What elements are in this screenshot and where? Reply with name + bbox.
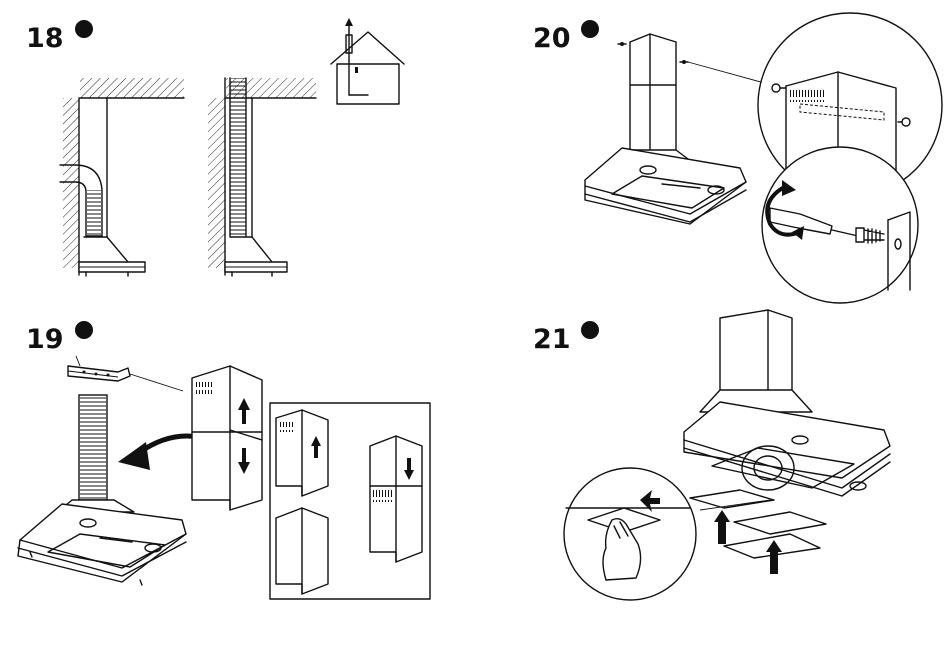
step-19: 19 <box>18 321 430 599</box>
arrow-up-icon <box>714 510 730 544</box>
hood-with-duct <box>18 395 186 585</box>
step-bullet-icon <box>75 321 93 339</box>
step-21: 21 <box>533 310 890 600</box>
step-number: 18 <box>26 23 64 54</box>
step-18: 18 <box>26 18 404 276</box>
chimney-assembly-inset <box>270 403 430 599</box>
wall-duct-scene-right <box>208 78 316 276</box>
step-number: 21 <box>533 324 571 355</box>
mounting-bracket <box>68 356 183 391</box>
detail-circle-hand <box>564 468 770 600</box>
wall-duct-scene-left <box>60 78 184 276</box>
step-bullet-icon <box>75 20 93 38</box>
hood-assembled <box>585 34 768 224</box>
grease-filters <box>690 490 826 574</box>
house-icon <box>331 18 404 104</box>
hood-underside <box>684 310 890 496</box>
step-bullet-icon <box>581 321 599 339</box>
chimney-sections <box>192 366 262 510</box>
step-number: 20 <box>533 23 571 54</box>
step-20: 20 <box>533 13 942 303</box>
step-bullet-icon <box>581 20 599 38</box>
step-number: 19 <box>26 324 64 355</box>
detail-circle-screwdriver <box>762 147 918 303</box>
